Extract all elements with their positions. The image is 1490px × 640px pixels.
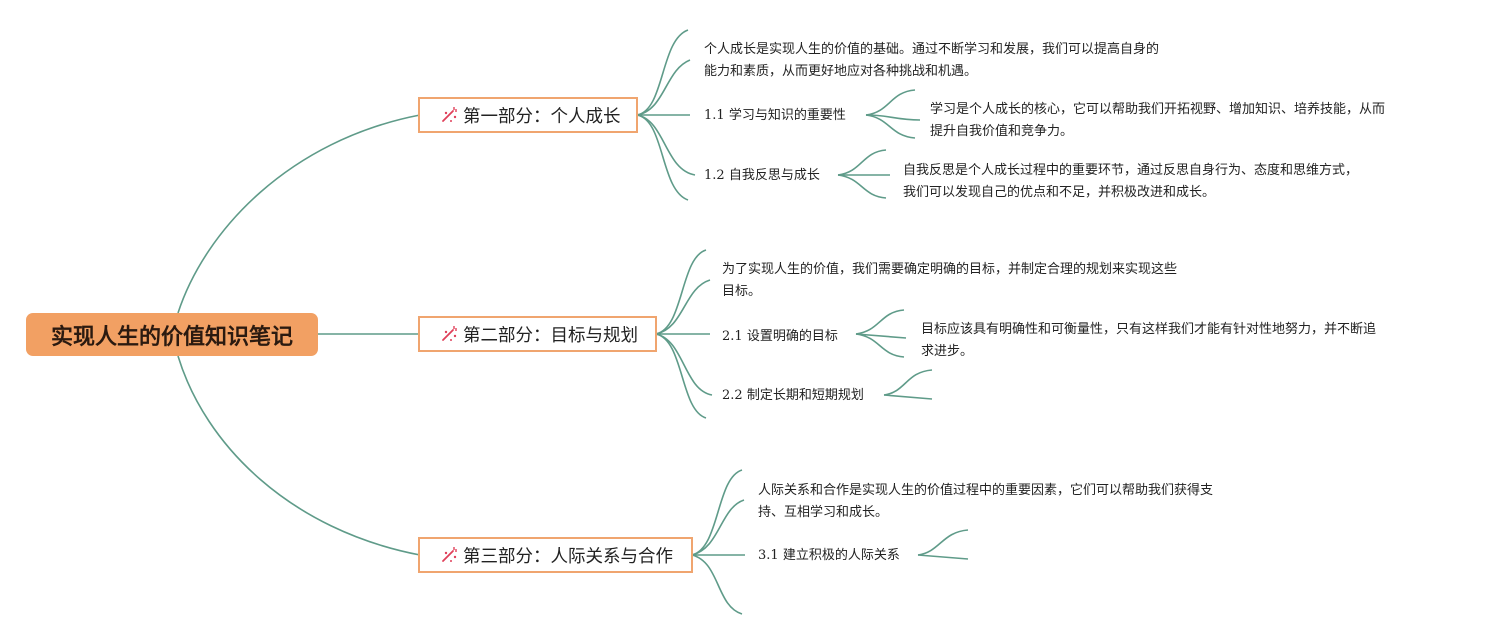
intro-line: 为了实现人生的价值，我们需要确定明确的目标，并制定合理的规划来实现这些 (722, 262, 1178, 277)
intro-line: 人际关系和合作是实现人生的价值过程中的重要因素，它们可以帮助我们获得支 (758, 483, 1214, 498)
section-3-intro[interactable]: 人际关系和合作是实现人生的价值过程中的重要因素，它们可以帮助我们获得支 持、互相… (758, 480, 1213, 524)
sub-number: 1.1 (704, 108, 725, 123)
intro-line: 能力和素质，从而更好地应对各种挑战和机遇。 (704, 64, 978, 79)
sub-number: 1.2 (704, 168, 725, 183)
section-title: 第一部分：个人成长 (463, 106, 621, 127)
section-title: 第三部分：人际关系与合作 (463, 546, 673, 567)
section-1-intro[interactable]: 个人成长是实现人生的价值的基础。通过不断学习和发展，我们可以提高自身的 能力和素… (704, 39, 1159, 83)
sub-node-1-2[interactable]: 1.2 自我反思与成长 (704, 167, 820, 185)
connector-s1-sub1-detail-c (865, 114, 916, 139)
detail-line: 学习是个人成长的核心，它可以帮助我们开拓视野、增加知识、培养技能，从而 (930, 102, 1386, 117)
connector-s3-sub1-detail-a (917, 529, 969, 556)
section-node-2[interactable]: 第二部分：目标与规划 (418, 316, 657, 352)
connector-s2-sub2-detail-a (883, 369, 933, 396)
connector-s2-sub1-detail-b (855, 333, 907, 339)
connector-s2-intro (655, 279, 711, 335)
sub-1-1-detail[interactable]: 学习是个人成长的核心，它可以帮助我们开拓视野、增加知识、培养技能，从而 提升自我… (930, 99, 1385, 143)
sub-node-1-1[interactable]: 1.1 学习与知识的重要性 (704, 107, 846, 125)
detail-line: 目标应该具有明确性和可衡量性，只有这样我们才能有针对性地努力，并不断追 (921, 322, 1377, 337)
section-2-intro[interactable]: 为了实现人生的价值，我们需要确定明确的目标，并制定合理的规划来实现这些 目标。 (722, 259, 1177, 303)
connector-s1-intro (636, 59, 691, 116)
sub-number: 2.2 (722, 388, 743, 403)
sub-label: 学习与知识的重要性 (728, 108, 846, 123)
connector-s1-sub1-detail-b (865, 114, 921, 121)
connector-s2-sub2 (655, 333, 713, 396)
connector-s3-sub1-detail-b (917, 554, 969, 560)
magic-wand-icon (442, 107, 457, 122)
connector-s3-branch-1 (691, 469, 743, 556)
connector-s3-branch-4 (691, 554, 743, 615)
detail-line: 提升自我价值和竞争力。 (930, 124, 1074, 139)
connector-root-section3 (177, 355, 421, 556)
intro-line: 个人成长是实现人生的价值的基础。通过不断学习和发展，我们可以提高自身的 (704, 42, 1160, 57)
sub-2-1-detail[interactable]: 目标应该具有明确性和可衡量性，只有这样我们才能有针对性地努力，并不断追 求进步。 (921, 319, 1376, 363)
connector-s3-intro (691, 499, 745, 556)
detail-line: 我们可以发现自己的优点和不足，并积极改进和成长。 (903, 185, 1216, 200)
detail-line: 自我反思是个人成长过程中的重要环节，通过反思自身行为、态度和思维方式， (903, 163, 1359, 178)
connector-s2-sub2-detail-b (883, 394, 933, 400)
root-title: 实现人生的价值知识笔记 (50, 324, 293, 350)
detail-line: 求进步。 (921, 344, 974, 359)
sub-label: 自我反思与成长 (728, 168, 820, 183)
sub-number: 2.1 (722, 329, 743, 344)
sub-node-3-1[interactable]: 3.1 建立积极的人际关系 (758, 547, 900, 565)
connector-s1-branch-5 (636, 114, 689, 201)
sub-node-2-1[interactable]: 2.1 设置明确的目标 (722, 328, 838, 346)
connector-s2-sub1-detail-a (855, 309, 905, 335)
sub-label: 设置明确的目标 (746, 329, 838, 344)
section-node-3[interactable]: 第三部分：人际关系与合作 (418, 537, 693, 573)
sub-label: 制定长期和短期规划 (746, 388, 864, 403)
sub-label: 建立积极的人际关系 (782, 548, 900, 563)
connector-s1-sub2-detail-a (837, 149, 887, 176)
section-title: 第二部分：目标与规划 (463, 325, 638, 346)
connector-s2-branch-5 (655, 333, 707, 419)
sub-node-2-2[interactable]: 2.2 制定长期和短期规划 (722, 387, 864, 405)
connector-s2-branch-1 (655, 249, 707, 335)
magic-wand-icon (442, 326, 457, 341)
section-node-1[interactable]: 第一部分：个人成长 (418, 97, 638, 133)
intro-line: 持、互相学习和成长。 (758, 505, 889, 520)
connector-s1-sub2-detail-c (837, 174, 887, 199)
magic-wand-icon (442, 547, 457, 562)
connector-s2-sub1-detail-c (855, 333, 905, 358)
root-node[interactable]: 实现人生的价值知识笔记 (26, 313, 318, 356)
intro-line: 目标。 (722, 284, 762, 299)
sub-1-2-detail[interactable]: 自我反思是个人成长过程中的重要环节，通过反思自身行为、态度和思维方式， 我们可以… (903, 160, 1358, 204)
connector-s1-branch-1 (636, 29, 689, 116)
sub-number: 3.1 (758, 548, 779, 563)
connector-s1-sub1-detail-a (865, 89, 916, 116)
connector-root-section1 (177, 114, 421, 314)
